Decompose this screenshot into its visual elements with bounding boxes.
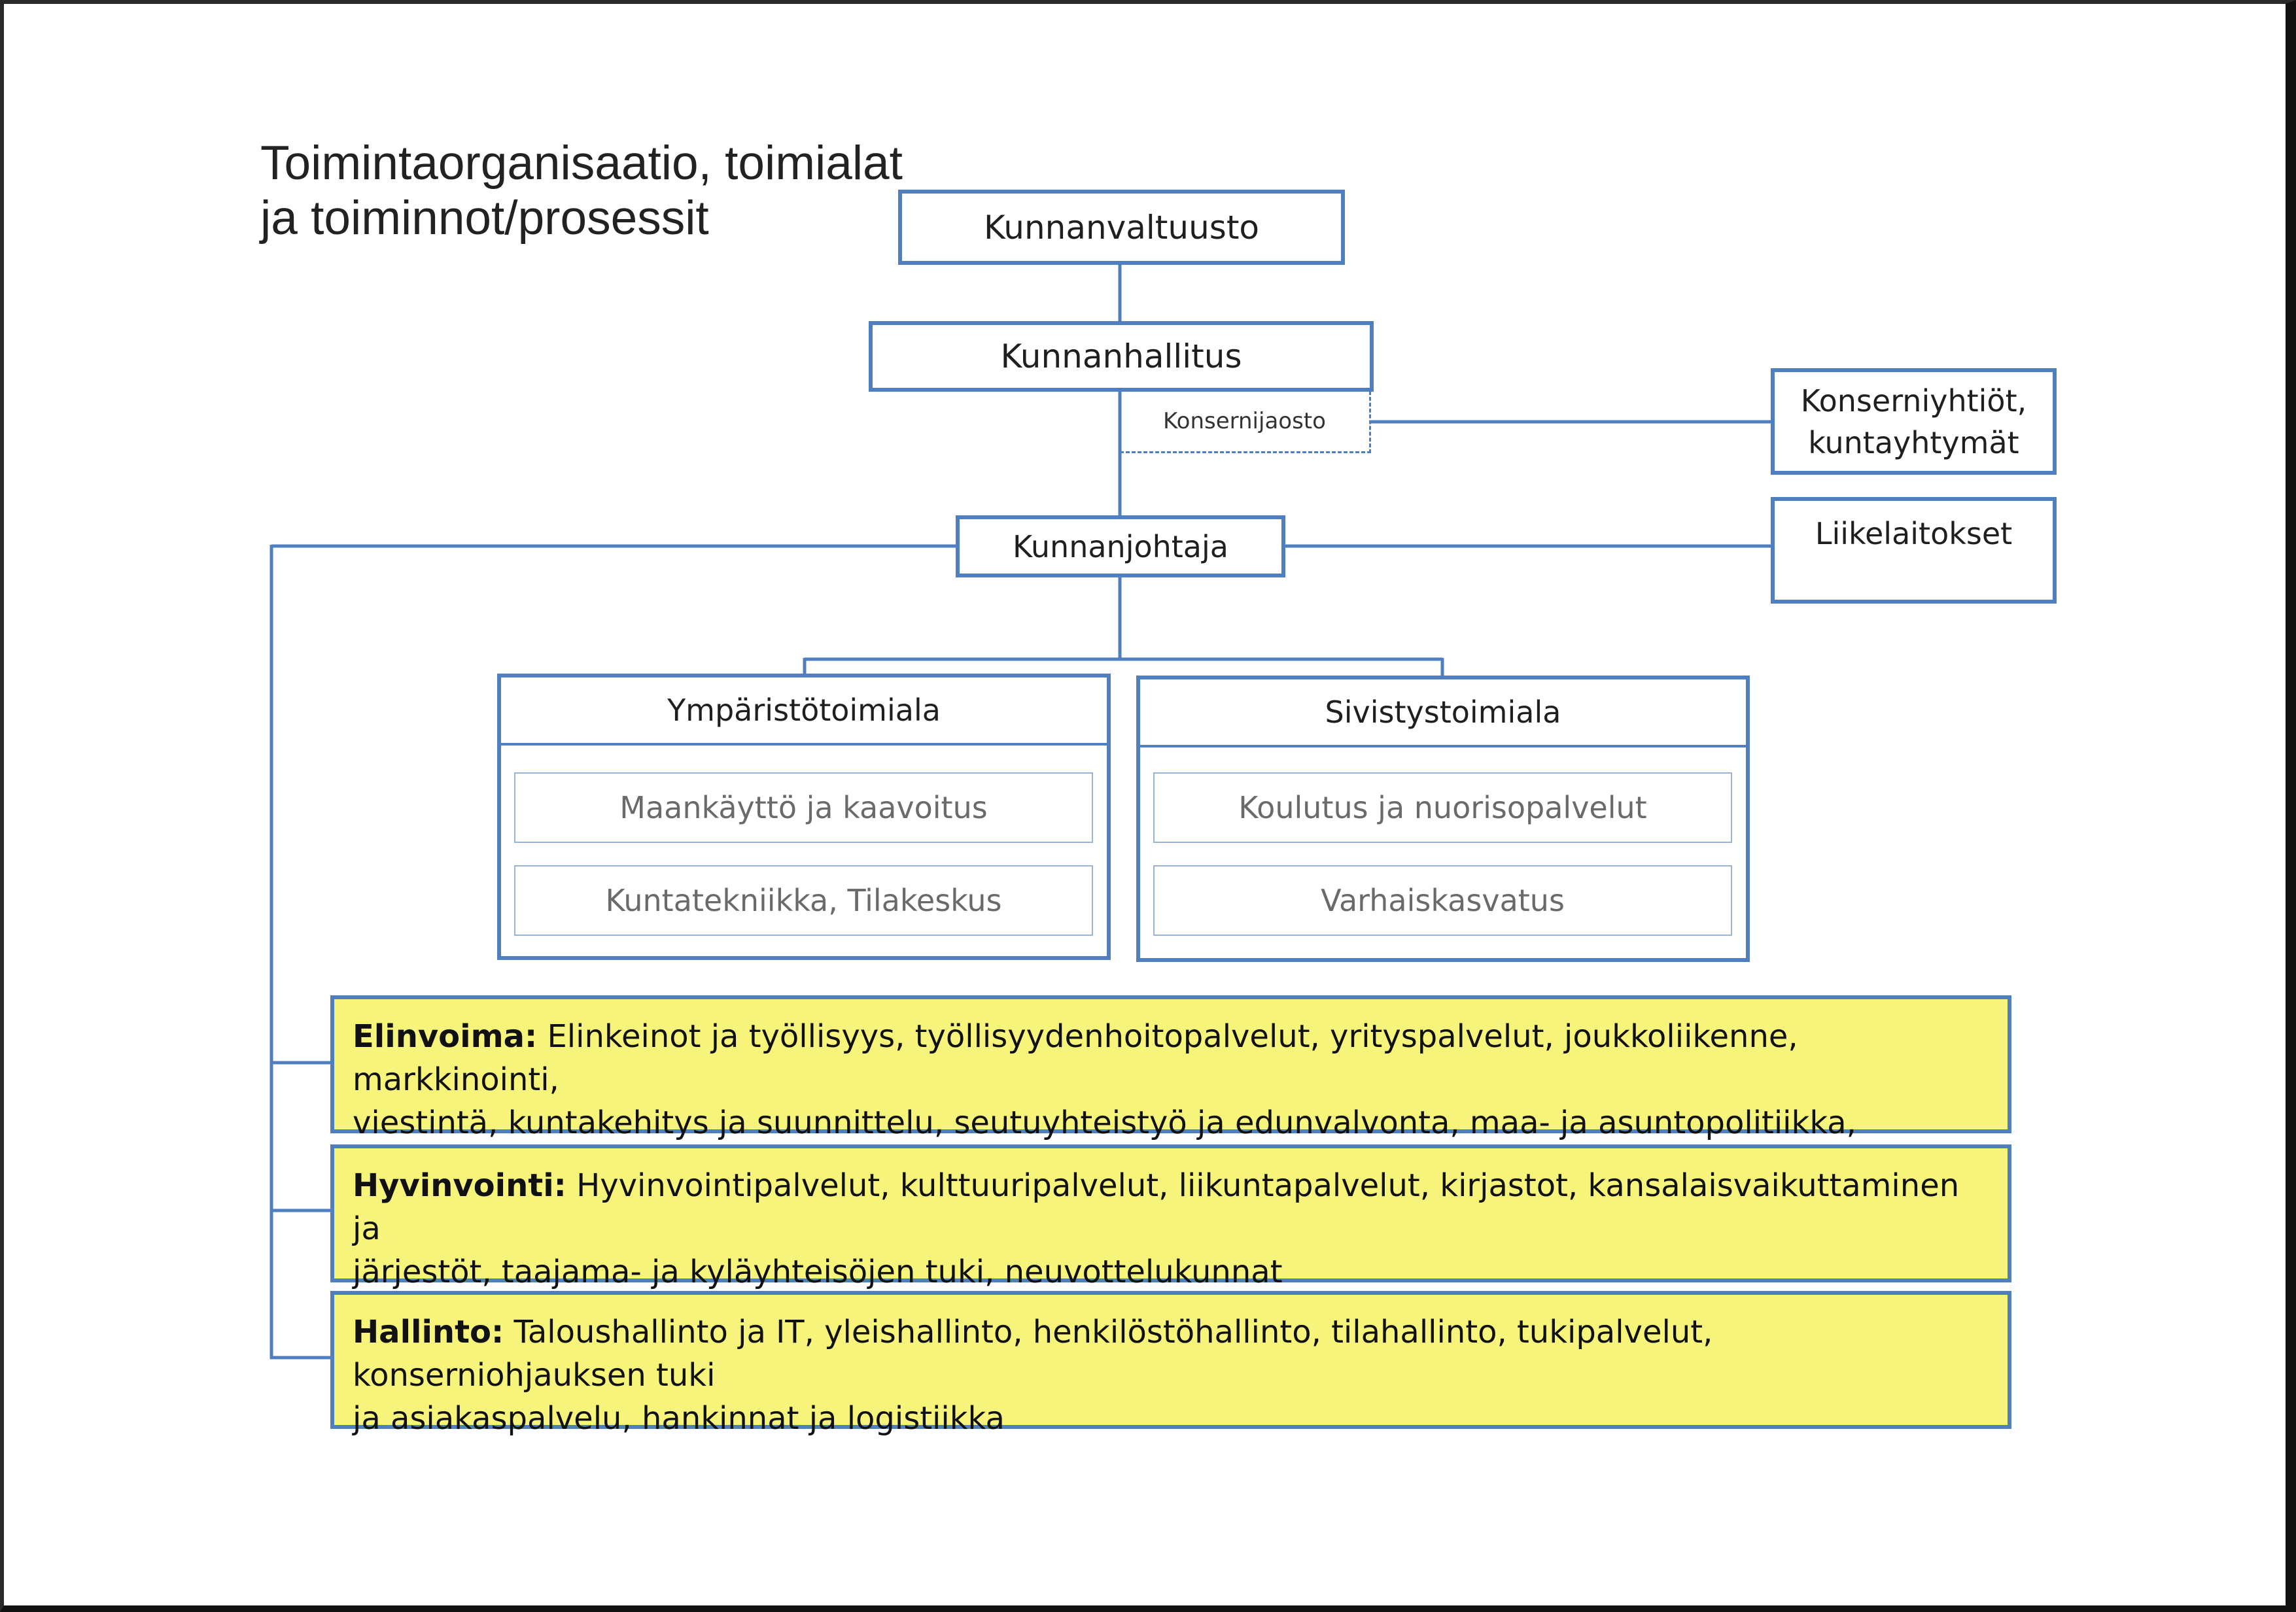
mayor-label: Kunnanjohtaja — [1013, 528, 1228, 564]
process-label: Elinvoima: — [353, 1018, 538, 1055]
council-label: Kunnanvaltuusto — [983, 208, 1260, 247]
process-wellbeing: Hyvinvointi: Hyvinvointipalvelut, kulttu… — [330, 1144, 2011, 1290]
process-text-line-2: ja asiakaspalvelu, hankinnat ja logistii… — [353, 1400, 1005, 1437]
group-companies-line-2: kuntayhtymät — [1808, 424, 2019, 460]
page-title-line-2: ja toiminnot/prosessit — [260, 192, 709, 245]
group-committee-box: Konsernijaosto — [1120, 391, 1371, 453]
council-box: Kunnanvaltuusto — [898, 190, 1345, 265]
division-title: Ympäristötoimiala — [501, 677, 1107, 746]
process-vitality: Elinvoima: Elinkeinot ja työllisyys, työ… — [330, 995, 2011, 1184]
mayor-box: Kunnanjohtaja — [956, 515, 1285, 577]
board-label: Kunnanhallitus — [1000, 337, 1242, 375]
process-text-line-1: Hyvinvointipalvelut, kulttuuripalvelut, … — [353, 1167, 1960, 1247]
division-education: Sivistystoimiala Koulutus ja nuorisopalv… — [1136, 676, 1750, 962]
unit-box: Maankäyttö ja kaavoitus — [514, 772, 1093, 843]
unit-box: Koulutus ja nuorisopalvelut — [1153, 772, 1732, 843]
page-title: Toimintaorganisaatio, toimialat ja toimi… — [260, 136, 947, 246]
group-committee-label: Konsernijaosto — [1163, 408, 1326, 434]
enterprises-box: Liikelaitokset — [1771, 497, 2057, 604]
process-label: Hallinto: — [353, 1314, 504, 1350]
process-text-line-2: järjestöt, taajama- ja kyläyhteisöjen tu… — [353, 1254, 1283, 1290]
process-text-line-1: Taloushallinto ja IT, yleishallinto, hen… — [353, 1314, 1713, 1394]
page-title-line-1: Toimintaorganisaatio, toimialat — [260, 137, 903, 190]
process-administration: Hallinto: Taloushallinto ja IT, yleishal… — [330, 1291, 2011, 1437]
division-title: Sivistystoimiala — [1140, 679, 1746, 747]
enterprises-label: Liikelaitokset — [1815, 516, 2013, 551]
unit-box: Varhaiskasvatus — [1153, 865, 1732, 936]
group-companies-line-1: Konserniyhtiöt, — [1800, 383, 2027, 419]
board-box: Kunnanhallitus — [869, 321, 1374, 392]
division-environment: Ympäristötoimiala Maankäyttö ja kaavoitu… — [497, 674, 1111, 960]
process-label: Hyvinvointi: — [353, 1167, 566, 1204]
unit-box: Kuntatekniikka, Tilakeskus — [514, 865, 1093, 936]
group-companies-box: Konserniyhtiöt, kuntayhtymät — [1771, 368, 2057, 475]
process-text-line-1: Elinkeinot ja työllisyys, työllisyydenho… — [353, 1018, 1798, 1098]
